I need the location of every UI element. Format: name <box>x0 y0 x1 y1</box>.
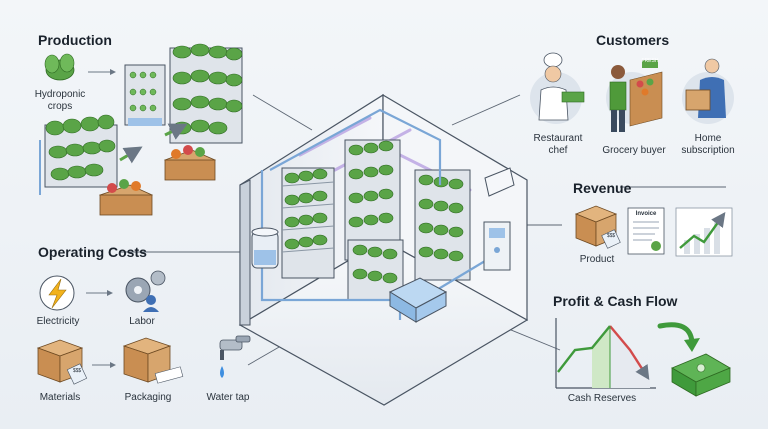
customers-heading: Customers <box>596 32 670 48</box>
cash-stack-icon <box>671 353 731 397</box>
water-tap-icon <box>219 335 251 378</box>
product-price-tag-text: $$$ <box>606 233 616 239</box>
grocery-sign-text: FRESH <box>641 58 659 64</box>
tall-grow-rack <box>169 43 243 144</box>
produce-crate-mixed <box>163 145 217 181</box>
materials-price-tag-text: $$$ <box>72 368 82 374</box>
electricity-label: Electricity <box>36 316 80 327</box>
invoice-icon <box>627 207 665 255</box>
electricity-bolt-icon <box>39 275 75 311</box>
operating-costs-heading: Operating Costs <box>38 244 147 260</box>
packaging-label: Packaging <box>124 392 172 403</box>
grow-racks <box>281 139 471 301</box>
product-label: Product <box>579 254 615 265</box>
lettuce-icon <box>44 53 75 81</box>
materials-box-icon <box>36 339 88 385</box>
vertical-farm-room <box>238 93 529 406</box>
production-illustrations <box>39 43 243 216</box>
cash-reserves-label: Cash Reserves <box>567 393 637 404</box>
packaging-box-icon <box>122 337 184 384</box>
home-subscription-avatar <box>682 58 734 124</box>
hydroponic-crops-label: Hydroponic crops <box>34 89 86 112</box>
nutrient-reservoir <box>388 277 448 323</box>
produce-crate-vegetables <box>98 179 154 216</box>
labor-gears-icon <box>125 270 166 312</box>
revenue-growth-chart-icon <box>675 207 733 257</box>
curved-arrow-icon <box>657 322 700 352</box>
customers-illustrations <box>530 52 734 132</box>
materials-label: Materials <box>39 392 81 403</box>
home-subscription-label: Home subscription <box>681 133 735 156</box>
restaurant-chef-label: Restaurant chef <box>533 133 583 156</box>
operating-costs-illustrations <box>36 270 251 385</box>
air-conditioner <box>484 167 515 197</box>
chef-avatar <box>530 52 585 124</box>
profit-chart-icon <box>555 318 656 389</box>
labor-label: Labor <box>129 316 155 327</box>
water-tap-label: Water tap <box>206 392 250 403</box>
control-unit <box>483 221 511 271</box>
lettuce-rack <box>39 114 118 195</box>
profit-illustrations <box>555 318 731 397</box>
revenue-illustrations <box>574 205 733 257</box>
water-tank <box>251 227 279 269</box>
production-heading: Production <box>38 32 112 48</box>
invoice-title-text: Invoice <box>635 211 657 217</box>
grocery-buyer-avatar <box>606 60 663 132</box>
grocery-buyer-label: Grocery buyer <box>602 145 666 156</box>
revenue-heading: Revenue <box>573 180 632 196</box>
profit-heading: Profit & Cash Flow <box>553 293 678 309</box>
seedling-rack <box>124 64 166 126</box>
product-box-icon <box>574 205 621 249</box>
